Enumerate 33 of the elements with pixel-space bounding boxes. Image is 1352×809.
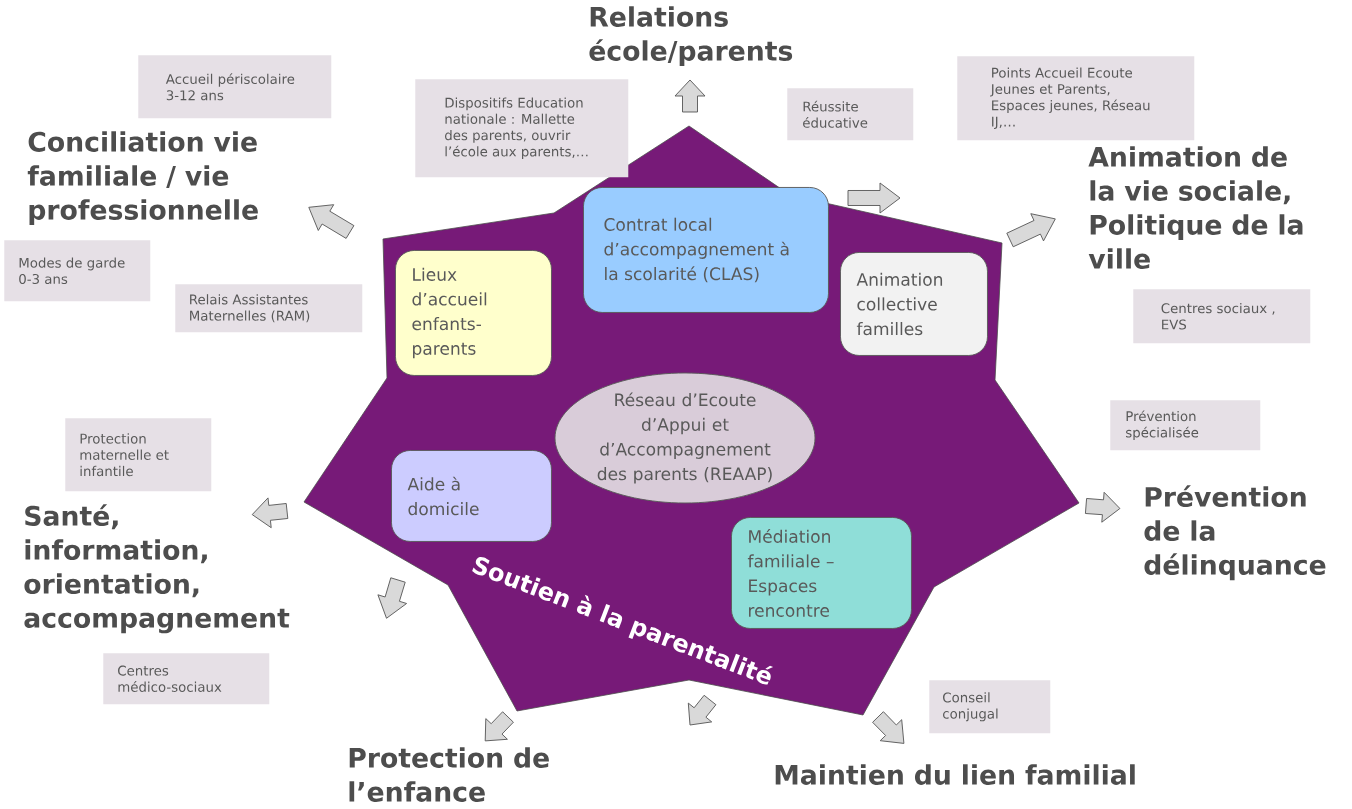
note-box: Conseil conjugal [929,680,1051,734]
block-arrow [308,204,355,239]
note-box: Relais Assistantes Maternelles (RAM) [175,284,363,333]
block-arrow [872,711,905,744]
rounded-box: Lieux d’accueil enfants-parents [395,250,552,376]
block-arrow [674,79,706,113]
note-box: Accueil périscolaire 3-12 ans [138,55,332,119]
note-box: Prévention spécialisée [1110,400,1261,451]
note-box: Points Accueil Ecoute Jeunes et Parents, Espaces jeunes, Réseau IJ,… [957,56,1195,141]
block-arrow [1006,213,1056,248]
block-arrow [847,182,901,214]
rounded-box: Aide à domicile [391,450,552,542]
heading: Prévention de la délinquance [1144,485,1326,581]
note-box: Réussite éducative [787,88,914,141]
note-box: Protection maternelle et infantile [65,418,212,492]
note-box: Modes de garde 0-3 ans [4,240,151,302]
heading: Animation de la vie sociale, Politique de la ville [1088,146,1303,269]
note-box: Centres sociaux , EVS [1133,289,1311,344]
heading: Relations école/parents [589,6,793,67]
note-box: Centres médico-sociaux [103,653,270,705]
note-box: Dispositifs Education nationale : Mallette des parents, ouvrir l’école aux parents,… [415,79,629,178]
heading: Maintien du lien familial [775,764,1135,785]
block-arrow [687,694,717,726]
rounded-box: Animation collective familles [840,252,988,356]
rounded-box: Médiation familiale – Espaces rencontre [731,517,912,629]
rounded-box: Contrat local d’accompagnement à la scolarité (CLAS) [583,187,829,313]
heading: Protection de l’enfance [349,747,549,802]
block-arrow [251,497,289,529]
block-arrow [1084,491,1121,523]
block-arrow [377,577,408,619]
block-arrow [484,711,514,742]
heading: Conciliation vie familiale / vie professionnelle [27,131,258,226]
heading: Santé, information, orientation, accompagnement [24,504,290,634]
